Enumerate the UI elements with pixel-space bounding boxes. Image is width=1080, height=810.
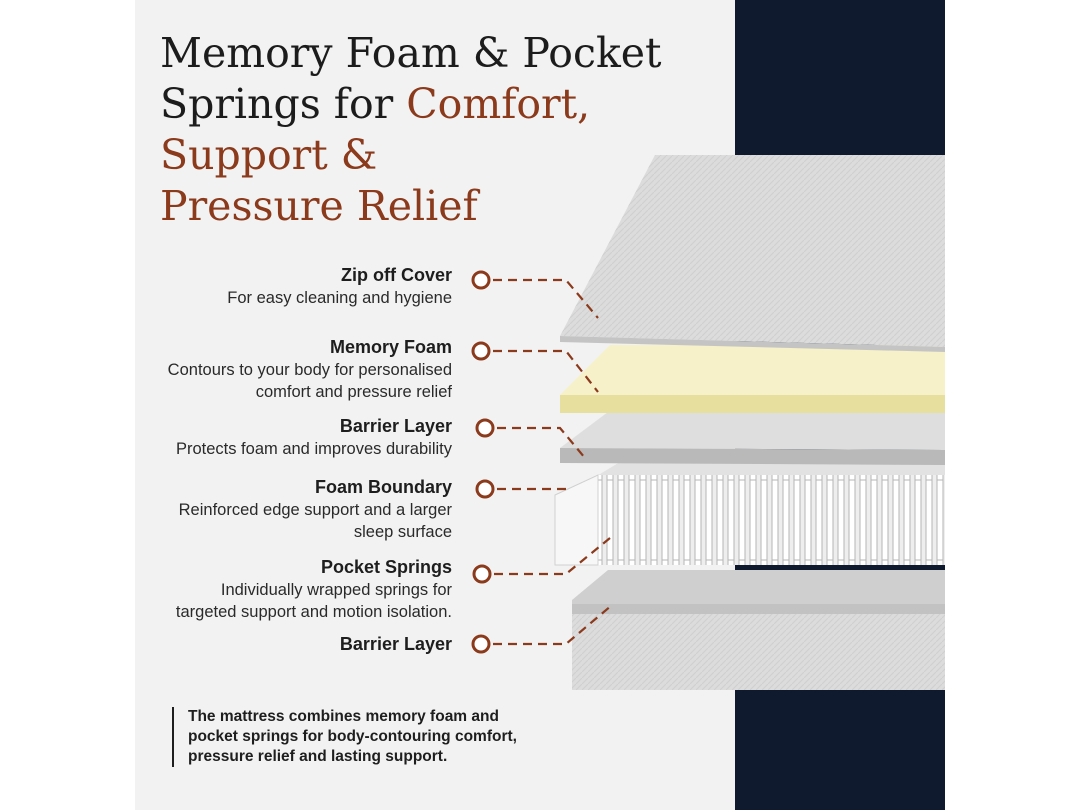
zip-off-cover-layer	[560, 155, 945, 352]
memory-foam-layer	[560, 345, 945, 413]
marker-zip-off-cover	[471, 270, 491, 290]
marker-foam-boundary	[475, 479, 495, 499]
marker-barrier-layer-bottom	[471, 634, 491, 654]
leader-lines	[493, 278, 613, 646]
feature-description: Contours to your body for personalised c…	[167, 361, 452, 401]
marker-pocket-springs	[472, 564, 492, 584]
headline-line-4: Pressure Relief	[160, 182, 478, 230]
feature-foam-boundary: Foam Boundary Reinforced edge support an…	[179, 476, 452, 543]
pocket-springs-layer	[554, 462, 945, 566]
feature-title: Barrier Layer	[339, 634, 452, 654]
summary-callout: The mattress combines memory foam and po…	[172, 707, 548, 767]
headline-line-3: Support &	[160, 131, 378, 179]
marker-barrier-layer	[475, 418, 495, 438]
feature-title: Pocket Springs	[320, 557, 452, 577]
headline-line-2-prefix: Springs for	[160, 80, 407, 128]
headline: Memory Foam & Pocket Springs for Comfort…	[160, 28, 720, 232]
feature-barrier-layer-bottom: Barrier Layer	[340, 633, 452, 656]
feature-title: Foam Boundary	[314, 477, 452, 497]
feature-pocket-springs: Pocket Springs Individually wrapped spri…	[176, 556, 452, 623]
feature-barrier-layer: Barrier Layer Protects foam and improves…	[176, 415, 452, 460]
headline-line-2-accent: Comfort,	[406, 80, 591, 128]
foam-boundary-edge	[554, 474, 599, 566]
feature-zip-off-cover: Zip off Cover For easy cleaning and hygi…	[227, 264, 452, 309]
feature-description: For easy cleaning and hygiene	[227, 289, 452, 307]
feature-title: Barrier Layer	[339, 416, 452, 436]
headline-line-1: Memory Foam & Pocket	[160, 29, 662, 77]
feature-memory-foam: Memory Foam Contours to your body for pe…	[168, 336, 452, 403]
feature-description: Protects foam and improves durability	[175, 440, 452, 458]
feature-title: Zip off Cover	[341, 265, 452, 285]
base-layer	[572, 570, 945, 690]
marker-memory-foam	[471, 341, 491, 361]
feature-description: Individually wrapped springs for targete…	[175, 581, 452, 621]
feature-title: Memory Foam	[329, 337, 452, 357]
barrier-layer-upper	[560, 412, 945, 465]
feature-description: Reinforced edge support and a larger sle…	[178, 501, 452, 541]
